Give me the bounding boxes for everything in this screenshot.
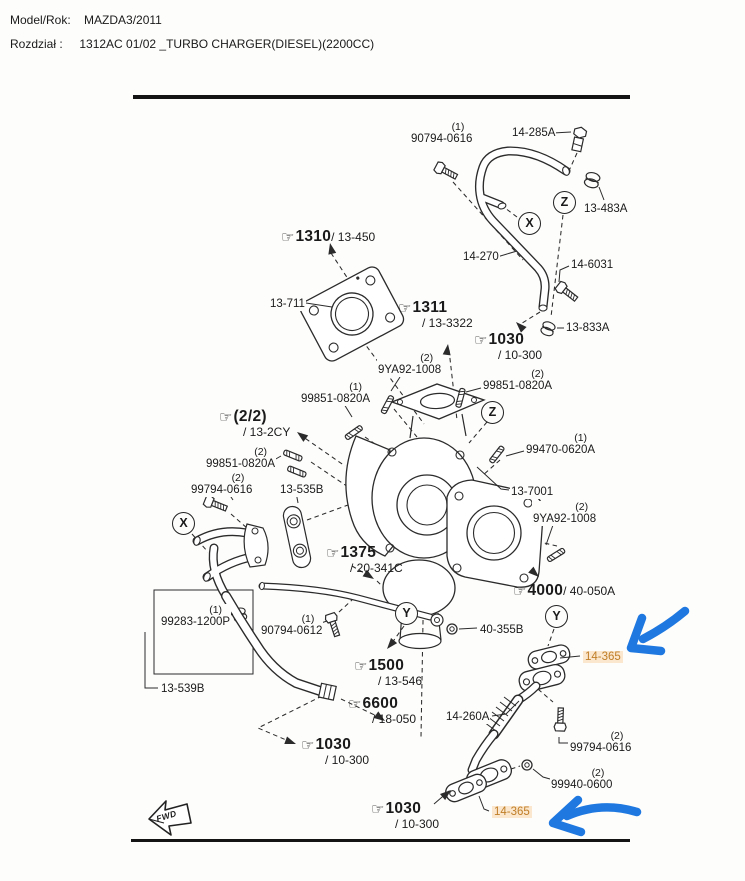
gasket-14-365-lower: [442, 771, 490, 805]
leader-arrowheads: [284, 243, 539, 801]
group-callout-6600: ☞6600/ 18-050: [348, 695, 417, 726]
ref-circle-x-left: X: [172, 512, 195, 535]
frame-bottom-line: [131, 839, 630, 842]
hand-icon: ☞: [513, 583, 527, 600]
callout-40-355B: 40-355B: [479, 624, 525, 638]
hand-icon: ☞: [354, 658, 368, 675]
hand-icon: ☞: [398, 300, 412, 317]
clamp-13-833A: [539, 319, 557, 338]
group-callout-1311: ☞1311/ 13-3322: [398, 299, 473, 330]
group-callout-4000: ☞4000/ 40-050A: [513, 582, 616, 600]
section-value: 1312AC 01/02 _TURBO CHARGER(DIESEL)(2200…: [79, 37, 375, 51]
callout-99794-0616-bottom: (2) 99794-0616: [569, 730, 633, 756]
callout-99940-0600: (2) 99940-0600: [550, 767, 614, 793]
callout-13-535B: 13-535B: [279, 484, 325, 498]
blue-arrow-upper-head: [626, 613, 666, 656]
fwd-arrow: [148, 800, 192, 836]
bolt-90794-0616-top: [432, 160, 460, 183]
ref-circle-z-mid: Z: [481, 401, 504, 424]
group-callout-1030-mid: ☞1030/ 10-300: [301, 736, 370, 767]
diagram-header: Model/Rok: MAZDA3/2011 Rozdział : 1312AC…: [10, 8, 374, 56]
group-callout-1375: ☞1375/ 20-341C: [326, 544, 403, 575]
group-callout-1030-top: ☞1030/ 10-300: [474, 331, 543, 362]
stud-9YA92-1008-right: [546, 547, 567, 563]
turbocharger-body-13-7001: [345, 383, 544, 650]
callout-9YA92-1008-left: (2) 9YA92-1008: [377, 352, 443, 378]
group-callout-1500: ☞1500/ 13-546: [354, 657, 423, 688]
ref-circle-x-top: X: [518, 212, 541, 235]
stud-9YA92-1008-left: [380, 394, 395, 415]
callout-9YA92-1008-right: (2) 9YA92-1008: [532, 501, 598, 527]
callout-99851-0820A-single: (1) 99851-0820A: [300, 381, 372, 407]
bolt-14-6031: [553, 279, 581, 305]
pipe-14-270: [474, 146, 571, 312]
ref-circle-y-left: Y: [395, 602, 418, 625]
nut-99940-0600: [521, 759, 533, 771]
bolt-99794-0616-bottom: [553, 707, 568, 732]
highlight-arrows-blue: [548, 606, 690, 837]
ref-circle-z-top: Z: [553, 191, 576, 214]
stud-99851-0820A-pair-a: [282, 448, 304, 463]
callout-13-483A: 13-483A: [583, 203, 629, 217]
group-callout-2-2: ☞(2/2)/ 13-2CY: [219, 408, 291, 439]
clamp-13-483A: [582, 170, 602, 190]
callout-13-539B: 13-539B: [160, 683, 206, 697]
callout-99851-0820A-right: (2) 99851-0820A: [482, 368, 554, 394]
callout-99851-0820A-pair: (2) 99851-0820A: [205, 446, 277, 472]
group-callout-1030-bottom: ☞1030/ 10-300: [371, 800, 440, 831]
callout-13-833A: 13-833A: [565, 322, 611, 336]
model-label: Model/Rok:: [10, 13, 71, 27]
blue-arrow-lower: [562, 803, 642, 821]
callout-99283-1200P: (1) 99283-1200P: [160, 604, 232, 630]
callout-99470-0620A: (1) 99470-0620A: [525, 432, 597, 458]
hand-icon: ☞: [281, 229, 295, 246]
water-pipe-assembly: [192, 523, 269, 601]
hand-icon: ☞: [474, 332, 488, 349]
callout-90794-0616-top: (1) 90794-0616: [410, 121, 474, 147]
oil-drain-pipe-14-260A: [442, 642, 573, 805]
group-callout-1310: ☞1310/ 13-450: [281, 228, 376, 246]
stud-99470-0620A: [488, 444, 506, 465]
hand-icon: ☞: [326, 545, 340, 562]
drain-pipe-upper-flange: [516, 662, 568, 694]
callout-14-270: 14-270: [462, 251, 500, 265]
hand-icon: ☞: [348, 696, 362, 713]
hand-icon: ☞: [301, 737, 315, 754]
ref-circle-y-right: Y: [545, 605, 568, 628]
callout-13-711: 13-711: [269, 298, 306, 312]
callout-14-6031: 14-6031: [570, 259, 615, 273]
callout-99794-0616-left: (2) 99794-0616: [190, 472, 254, 498]
nut-40-355B: [446, 623, 458, 635]
blue-arrow-upper: [638, 606, 690, 644]
hose-13-539B: [221, 591, 337, 701]
stud-99851-0820A-pair-b: [286, 464, 308, 479]
callout-14-285A: 14-285A: [511, 127, 557, 141]
callout-14-365-lower-highlighted: 14-365: [491, 806, 533, 820]
gasket-13-711: [299, 266, 405, 362]
fitting-14-285A: [571, 126, 588, 153]
callout-14-365-upper-highlighted: 14-365: [582, 651, 624, 665]
gasket-13-535B: [282, 505, 312, 569]
callout-13-7001: 13-7001: [510, 486, 555, 500]
bolt-99794-0616-left: [202, 493, 230, 515]
hand-icon: ☞: [371, 801, 385, 818]
section-label: Rozdział :: [10, 37, 63, 51]
bolt-90794-0612: [323, 611, 344, 639]
frame-top-line: [133, 95, 630, 99]
model-value: MAZDA3/2011: [84, 13, 162, 27]
blue-arrow-lower-head: [548, 795, 586, 837]
callout-14-260A: 14-260A: [445, 711, 491, 725]
callout-90794-0612: (1) 90794-0612: [260, 613, 324, 639]
hand-icon: ☞: [219, 409, 233, 426]
